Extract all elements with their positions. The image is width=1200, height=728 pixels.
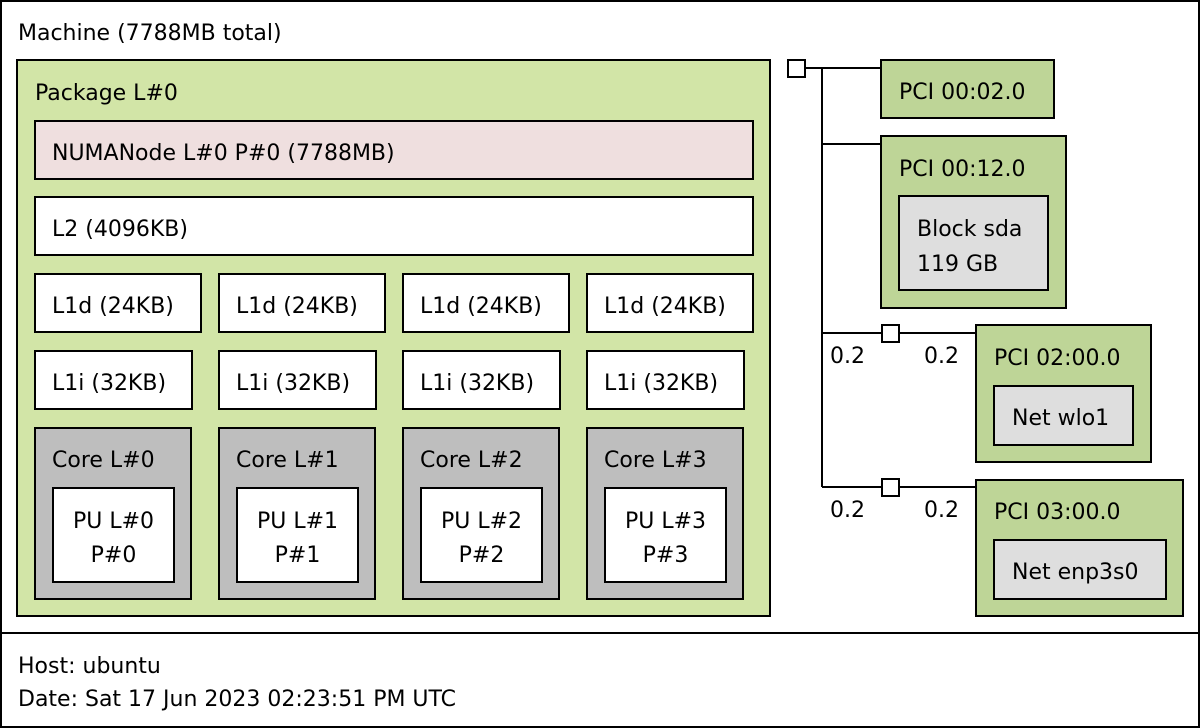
l2-cache-label: L2 (4096KB) [52,217,188,242]
pci-bridge-node [881,324,900,343]
block-device-label: Block sda [917,217,1023,242]
block-device-box [898,195,1049,291]
core-label: Core L#1 [236,448,339,473]
pci-device-label: PCI 00:02.0 [899,80,1026,105]
pu-label: PU L#2 [440,509,523,534]
date-label: Date: Sat 17 Jun 2023 02:23:51 PM UTC [18,687,457,712]
numa-node-label: NUMANode L#0 P#0 (7788MB) [52,141,395,166]
l1d-cache-box [218,273,386,333]
network-device-box [993,385,1134,446]
link-speed-label: 0.2 [924,498,959,523]
pu-physical-label: P#0 [90,543,137,568]
l1d-cache-box [402,273,570,333]
pu-box: PU L#0 P#0 [52,487,175,583]
host-bridge-node [787,59,806,78]
core-label: Core L#2 [420,448,523,473]
host-label: Host: ubuntu [18,654,161,679]
pu-label: PU L#3 [624,509,707,534]
pci-tree-lines [787,59,976,497]
l1d-cache-label: L1d (24KB) [420,294,542,319]
pu-box: PU L#2 P#2 [420,487,543,583]
l1d-cache-label: L1d (24KB) [52,294,174,319]
pci-device-box [880,59,1055,119]
network-device-box [993,539,1167,600]
pu-box: PU L#1 P#1 [236,487,359,583]
pu-box: PU L#3 P#3 [604,487,727,583]
l1i-cache-box [402,350,561,410]
l1i-cache-label: L1i (32KB) [236,371,351,396]
pci-device-label: PCI 03:00.0 [994,500,1121,525]
pci-device-label: PCI 02:00.0 [994,346,1121,371]
machine-label: Machine (7788MB total) [18,21,282,46]
numa-node-box [34,120,754,180]
network-device-label: Net enp3s0 [1012,560,1139,585]
l1i-cache-label: L1i (32KB) [604,371,719,396]
l1i-cache-label: L1i (32KB) [52,371,167,396]
l1i-cache-label: L1i (32KB) [420,371,535,396]
pu-label: PU L#1 [256,509,339,534]
l1i-cache-box [586,350,745,410]
core-label: Core L#3 [604,448,707,473]
link-speed-label: 0.2 [830,344,865,369]
l1i-cache-box [34,350,193,410]
package-label: Package L#0 [35,81,178,106]
network-device-label: Net wlo1 [1012,406,1110,431]
l1i-cache-box [218,350,377,410]
pu-physical-label: P#1 [274,543,321,568]
pu-physical-label: P#2 [458,543,505,568]
l1d-cache-box [586,273,754,333]
pu-label: PU L#0 [72,509,155,534]
l2-cache-box [34,196,754,256]
block-device-size: 119 GB [917,252,999,277]
link-speed-label: 0.2 [924,344,959,369]
footer-box [0,632,1200,728]
pu-physical-label: P#3 [642,543,689,568]
core-label: Core L#0 [52,448,155,473]
pci-device-label: PCI 00:12.0 [899,157,1026,182]
l1d-cache-label: L1d (24KB) [604,294,726,319]
pci-bridge-node [881,478,900,497]
l1d-cache-label: L1d (24KB) [236,294,358,319]
link-speed-label: 0.2 [830,498,865,523]
l1d-cache-box [34,273,202,333]
